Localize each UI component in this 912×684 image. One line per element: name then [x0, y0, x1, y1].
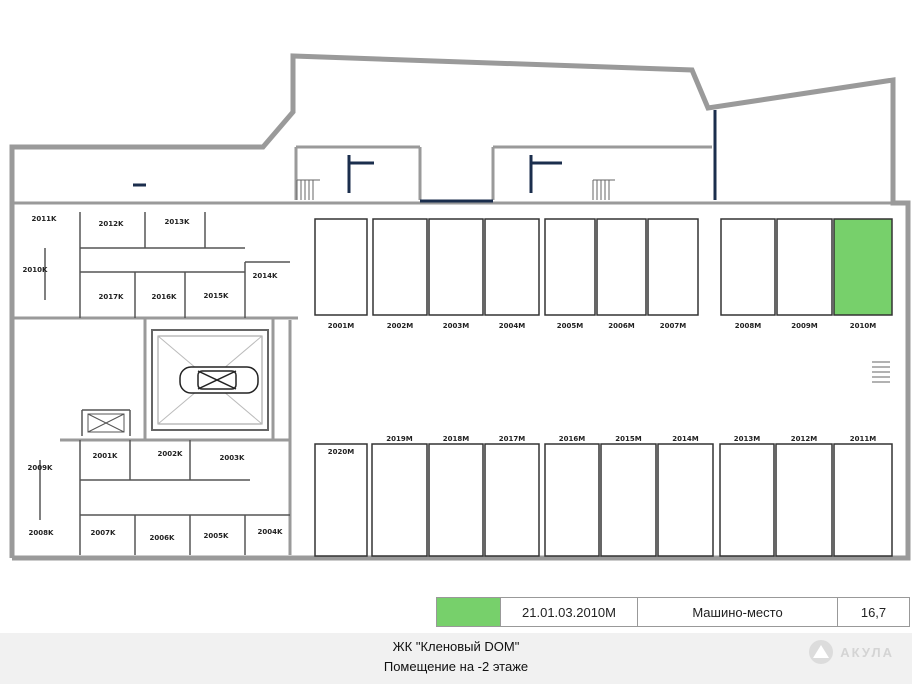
car-icon: [179, 366, 259, 394]
parking-space[interactable]: 2013M: [719, 435, 775, 557]
parking-space[interactable]: 2017M: [484, 435, 540, 557]
parking-space-label: 2008M: [735, 322, 761, 330]
parking-space-outline: [719, 443, 775, 557]
parking-space-label: 2007M: [660, 322, 686, 330]
parking-space-label: 2009M: [791, 322, 817, 330]
storage-room-label: 2014K: [253, 272, 278, 280]
parking-space-outline: [372, 218, 428, 316]
logo: АКУЛА: [808, 639, 894, 665]
parking-space-label: 2005M: [557, 322, 583, 330]
legend-table: 21.01.03.2010M Машино-место 16,7: [436, 597, 910, 627]
parking-space[interactable]: 2018M: [428, 435, 484, 557]
parking-space-label: 2002M: [387, 322, 413, 330]
parking-space-label: 2010M: [850, 322, 876, 330]
storage-room-label: 2010K: [23, 266, 48, 274]
project-title: ЖК "Кленовый DOM": [392, 639, 520, 654]
parking-space-label: 2018M: [443, 435, 469, 443]
parking-space-outline: [544, 218, 596, 316]
parking-space[interactable]: 2012M: [775, 435, 833, 557]
storage-room-label: 2005K: [204, 532, 229, 540]
storage-room-label: 2001K: [93, 452, 118, 460]
storage-partitions: [39, 212, 290, 555]
storage-room-label: 2008K: [29, 529, 54, 537]
parking-row-top: 2001M 2002M 2003M 2004M 2005M 2006M 2007M 2008M…: [314, 218, 893, 330]
parking-space-label: 2001M: [328, 322, 354, 330]
storage-labels: 2011K 2012K 2013K 2010K 2014K 2017K 2016K 2015K…: [23, 215, 283, 542]
parking-space-label: 2020M: [328, 448, 354, 456]
logo-text: АКУЛА: [840, 644, 894, 660]
parking-space-label: 2006M: [608, 322, 634, 330]
legend-code: 21.01.03.2010M: [501, 598, 638, 626]
parking-space-label: 2004M: [499, 322, 525, 330]
parking-space-outline: [484, 218, 540, 316]
parking-space[interactable]: 2006M: [596, 218, 647, 330]
floor-subtitle: Помещение на -2 этаже: [383, 659, 529, 674]
parking-space-outline: [544, 443, 600, 557]
parking-space-outline: [657, 443, 714, 557]
parking-space-label: 2019M: [386, 435, 412, 443]
parking-space-label: 2016M: [559, 435, 585, 443]
storage-room-label: 2009K: [28, 464, 53, 472]
storage-room-label: 2004K: [258, 528, 283, 536]
parking-space-outline: [720, 218, 776, 316]
parking-space[interactable]: 2014M: [657, 435, 714, 557]
storage-room-label: 2013K: [165, 218, 190, 226]
dark-walls: [133, 110, 717, 203]
storage-room-label: 2007K: [91, 529, 116, 537]
legend-type: Машино-место: [638, 598, 838, 626]
parking-space-outline: [600, 443, 657, 557]
parking-space-outline: [428, 443, 484, 557]
parking-space-outline: [484, 443, 540, 557]
parking-space[interactable]: 2008M: [720, 218, 776, 330]
parking-space[interactable]: 2007M: [647, 218, 699, 330]
legend-color-swatch: [437, 598, 501, 626]
storage-room-label: 2002K: [158, 450, 183, 458]
parking-space-outline: [314, 218, 368, 316]
storage-room-label: 2015K: [204, 292, 229, 300]
parking-space-outline: [775, 443, 833, 557]
legend-area: 16,7: [860, 604, 887, 620]
parking-space-label: 2017M: [499, 435, 525, 443]
shark-logo-icon: [809, 640, 834, 664]
storage-room-label: 2012K: [99, 220, 124, 228]
parking-space-label: 2015M: [615, 435, 641, 443]
parking-space-outline: [776, 218, 833, 316]
parking-space-label: 2013M: [734, 435, 760, 443]
storage-room-label: 2003K: [220, 454, 245, 462]
parking-space-label: 2011M: [850, 435, 876, 443]
elevator-icon: [87, 413, 125, 433]
parking-space-outline: [428, 218, 484, 316]
parking-space[interactable]: 2003M: [428, 218, 484, 330]
parking-space[interactable]: 2001M: [314, 218, 368, 330]
parking-space-label: 2003M: [443, 322, 469, 330]
parking-space[interactable]: 2002M: [372, 218, 428, 330]
stairs-icon: [296, 179, 890, 383]
parking-space[interactable]: 2004M: [484, 218, 540, 330]
storage-room-label: 2011K: [32, 215, 57, 223]
parking-space[interactable]: 2009M: [776, 218, 833, 330]
storage-room-label: 2017K: [99, 293, 124, 301]
footer: ЖК "Кленовый DOM" Помещение на -2 этаже …: [0, 633, 912, 684]
parking-space[interactable]: 2020M: [314, 443, 368, 557]
parking-space[interactable]: 2015M: [600, 435, 657, 557]
parking-space-outline: [596, 218, 647, 316]
parking-space[interactable]: 2019M: [371, 435, 428, 557]
parking-space[interactable]: 2010M: [833, 218, 893, 330]
parking-space[interactable]: 2011M: [833, 435, 893, 557]
parking-space-outline: [647, 218, 699, 316]
storage-room-label: 2006K: [150, 534, 175, 542]
inner-walls: [12, 145, 893, 555]
floor-plan: 2001M 2002M 2003M 2004M 2005M 2006M 2007M 2008M…: [9, 53, 911, 561]
parking-space[interactable]: 2016M: [544, 435, 600, 557]
parking-space-label: 2014M: [672, 435, 698, 443]
parking-space-label: 2012M: [791, 435, 817, 443]
parking-space-outline: [371, 443, 428, 557]
outer-walls: [9, 53, 911, 561]
parking-space-outline: [833, 443, 893, 557]
parking-row-bottom: 2020M 2019M 2018M 2017M 2016M 2015M 2014M 2013M…: [314, 435, 893, 557]
parking-space-outline: [314, 443, 368, 557]
parking-space[interactable]: 2005M: [544, 218, 596, 330]
parking-space-outline: [833, 218, 893, 316]
storage-room-label: 2016K: [152, 293, 177, 301]
